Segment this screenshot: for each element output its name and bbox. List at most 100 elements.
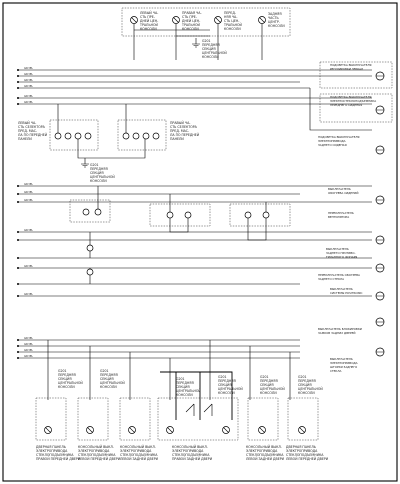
- bottom-ground-5-l4: КОНСОЛИ: [260, 391, 277, 395]
- bottom-ground-6-l4: КОНСОЛИ: [298, 391, 315, 395]
- mid-ground-l1: ПЕРЕДНЯЯ: [90, 167, 108, 171]
- right-label-3-l0: ПОДСВЕТКА ВЫКЛЮЧАТЕЛЯ: [318, 135, 360, 139]
- module-wires: [97, 186, 267, 241]
- top-lamp-4-l1: ЧАСТЬ: [268, 16, 279, 20]
- lamp-icon: [86, 244, 94, 252]
- top-lamp-2-l1: СТЬ ПРЕ-: [182, 15, 197, 19]
- top-lamp-4: ЗАДНЯЯ ЧАСТЬ ЦЕНТР. КОНСОЛИ: [258, 12, 285, 28]
- right-label-1-l1: РЕГУЛИРОВКИ ЗЕРКАЛ: [330, 67, 363, 71]
- left-block-2-l2: ПРЕД. МАС-: [170, 129, 189, 133]
- right-label-2-l2: ПЕРЕДНЕГО СИДЕНЬЯ: [330, 103, 362, 107]
- top-lamp-1-l1: СТЬ ПРЕ-: [140, 15, 155, 19]
- wire-label-3: GR-YEL: [24, 78, 34, 82]
- bottom-ground-6-l3: ЦЕНТРАЛЬНОЙ: [298, 386, 323, 391]
- right-label-2-l0: ПОДСВЕТКА ВЫКЛЮЧАТЕЛЯ: [330, 95, 372, 99]
- bottom-ground-6-l1: ПЕРЕДНЯЯ: [298, 379, 316, 383]
- bottom-switch-4-l3: ПРАВОЙ ЗАДНЕЙ ДВЕРИ: [172, 456, 213, 461]
- lamp-filament: [131, 17, 137, 23]
- bottom-switch-1-l0: ДВЕРНАЯ ПАНЕЛЬ: [36, 445, 66, 449]
- bottom-ground-4-l0: G201: [218, 375, 227, 379]
- bottom-ground-2-l2: СЕКЦИЯ: [100, 377, 114, 381]
- ground-icon: [81, 158, 89, 168]
- left-block-2-l3: ЛА ПО ПЕРЕДНЕЙ: [170, 132, 200, 137]
- bottom-ground-2-l4: КОНСОЛИ: [100, 385, 117, 389]
- wire-label-16: GR-YEL: [24, 354, 34, 358]
- dashed-box: [319, 93, 393, 123]
- lamp-filament: [259, 17, 265, 23]
- wire-label-7: GR-YEL: [24, 182, 34, 186]
- right-label-2-l1: ЭЛЕКТРОСТЕКЛОПОДЪЕМНИКА: [330, 99, 376, 103]
- wire-label-6: GR-YEL: [24, 100, 34, 104]
- wire-label-1: GR-YEL: [24, 66, 34, 70]
- left-wire-bundle-top: GR-YEL GR-YEL GR-YEL GR-YEL GR-YEL GR-YE…: [17, 66, 310, 105]
- lamp-icon: [82, 208, 90, 216]
- left-block-2-l1: СТЬ СЕЛЕКТОРА: [170, 125, 198, 129]
- bottom-ground-3-l2: СЕКЦИЯ: [176, 385, 190, 389]
- dashed-box: [119, 397, 151, 441]
- dashed-box: [77, 397, 109, 441]
- wire-label-10: GR-YEL: [24, 228, 34, 232]
- right-label-5-l0: ПЕРЕКЛЮЧАТЕЛЬ: [328, 211, 354, 215]
- right-label-5-l1: ВЕНТИЛЯТОРА: [328, 215, 349, 219]
- mid-ground-l4: КОНСОЛИ: [90, 179, 107, 183]
- bottom-switch-5-l3: ЛЕВОЙ ЗАДНЕЙ ДВЕРИ: [246, 456, 285, 461]
- top-lamp-3-l2: СТЬ ЦЕН-: [224, 19, 239, 23]
- dashed-box: [149, 203, 211, 227]
- left-block-1-l4: ПАНЕЛИ: [18, 137, 32, 141]
- dashed-box: [247, 397, 279, 441]
- mid-ground-l3: ЦЕНТРАЛЬНОЙ: [90, 174, 115, 179]
- wire-label-2: GR-YEL: [24, 72, 34, 76]
- bottom-ground-1-l0: G201: [58, 369, 67, 373]
- bottom-ground-2-l0: G201: [100, 369, 109, 373]
- lamp-icon: [184, 211, 192, 219]
- top-lamp-2-l0: ПРАВАЯ ЧА-: [182, 11, 202, 15]
- lamp-icon: [132, 132, 140, 140]
- top-lamp-2-l4: КОНСОЛИ: [182, 27, 199, 31]
- right-label-6-l0: ВЫКЛЮЧАТЕЛЬ: [326, 247, 349, 251]
- lamp-icon: [74, 132, 82, 140]
- left-block-1-l3: ЛА ПО ПЕРЕДНЕЙ: [18, 132, 48, 137]
- bottom-switch-6-l1: ЭЛЕКТРОПРИВОДА: [286, 449, 318, 453]
- right-label-10-l3: СТЕКЛА: [330, 369, 342, 373]
- bottom-ground-2-l3: ЦЕНТРАЛЬНОЙ: [100, 380, 125, 385]
- right-label-10-l2: ШТОРКИ ЗАДНЕГО: [330, 365, 358, 369]
- bottom-ground-5-l0: G201: [260, 375, 269, 379]
- right-label-3-l1: ЭЛЕКТРОПРИВОДА: [318, 139, 346, 143]
- lamp-filaments: [376, 75, 384, 353]
- top-ground-l3: ЦЕНТРАЛЬНОЙ: [202, 50, 227, 55]
- bottom-ground-3-l0: G201: [176, 377, 185, 381]
- bottom-switch-5-l2: СТЕКЛОПОДЪЕМНИКА: [246, 453, 284, 457]
- bottom-switch-4-l0: КОНСОЛЬНЫЙ ВЫКЛ.: [172, 444, 208, 449]
- dashed-box: [49, 119, 99, 151]
- dashed-box: [229, 203, 291, 227]
- right-feed-wires: [300, 69, 372, 131]
- dashed-box: [69, 199, 111, 223]
- bottom-ground-2-l1: ПЕРЕДНЯЯ: [100, 373, 118, 377]
- lamp-icon: [86, 268, 94, 276]
- wire-label-4: GR-YEL: [24, 84, 34, 88]
- left-block-1-l1: СТЬ СЕЛЕКТОРА: [18, 125, 46, 129]
- top-ground-l1: ПЕРЕДНЯЯ: [202, 43, 220, 47]
- bottom-ground-4-l3: ЦЕНТРАЛЬНОЙ: [218, 386, 243, 391]
- left-selector-block-2: ПРАВЫЙ ЧА- СТЬ СЕЛЕКТОРА ПРЕД. МАС- ЛА П…: [117, 119, 200, 151]
- right-lamp-column: ПОДСВЕТКА ВЫКЛЮЧАТЕЛЯ РЕГУЛИРОВКИ ЗЕРКАЛ…: [300, 61, 393, 373]
- bottom-switch-3-l1: ЭЛЕКТРОПРИВОДА: [120, 449, 152, 453]
- mid-ground-l0: G201: [90, 163, 99, 167]
- lamp-icon: [84, 132, 92, 140]
- left-wire-bundle-lower: GR-YEL GR-YEL GR-YEL GR-YEL: [17, 336, 300, 420]
- dashed-box: [35, 397, 67, 441]
- dashed-box: [287, 397, 319, 441]
- top-drop-wires: [133, 24, 263, 60]
- top-lamp-1-l4: КОНСОЛИ: [140, 27, 157, 31]
- bottom-switch-1-l3: ПРАВОЙ ПЕРЕДНЕЙ ДВЕРИ: [36, 456, 81, 461]
- selector-wires: [57, 104, 146, 159]
- lamp-filament: [215, 17, 221, 23]
- connector-pins: [17, 185, 19, 297]
- bottom-switch-6-l0: ДВЕРНАЯ ПАНЕЛЬ: [286, 445, 316, 449]
- lamp-icon: [152, 132, 160, 140]
- switch-bus: [160, 371, 233, 420]
- lamp-filament: [173, 17, 179, 23]
